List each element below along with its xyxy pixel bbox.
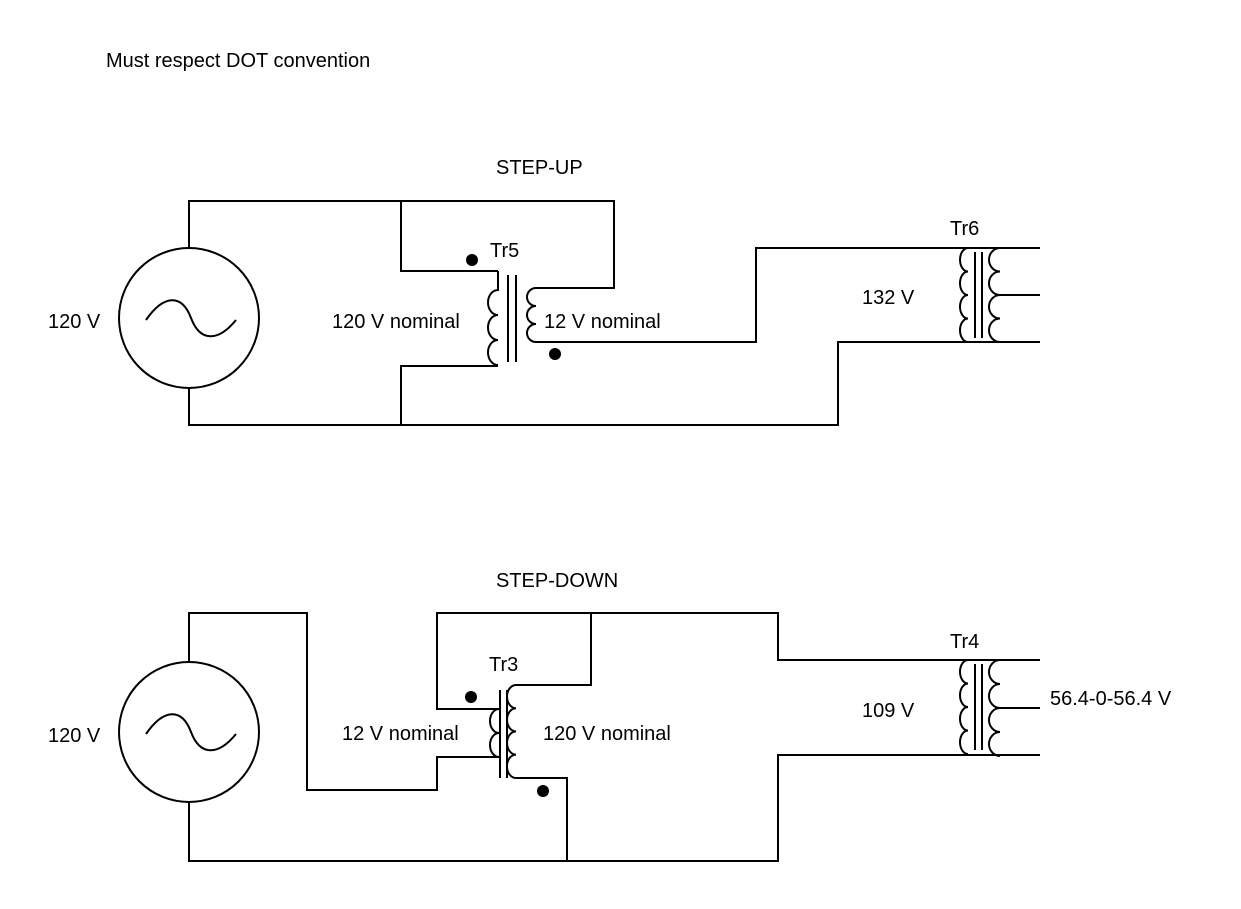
ac-source-symbol bbox=[118, 247, 260, 389]
tr3-primary-bottom-wire bbox=[188, 612, 499, 791]
tr4-secondary-winding bbox=[988, 659, 1040, 757]
tr5-label: Tr5 bbox=[490, 240, 519, 262]
tr6-primary-top-wire bbox=[536, 247, 1040, 343]
step-up-source-voltage: 120 V bbox=[48, 311, 101, 333]
tr5-secondary-winding bbox=[526, 287, 537, 343]
tr5-primary-winding bbox=[487, 271, 499, 366]
polarity-dot bbox=[466, 254, 478, 266]
tr3-secondary-bottom-wire bbox=[516, 777, 568, 861]
tr3-secondary-label: 120 V nominal bbox=[543, 723, 671, 745]
tr6-primary-winding bbox=[959, 247, 969, 343]
step-down-circuit: STEP-DOWN 120 V Tr3 12 V nominal 120 V n… bbox=[48, 570, 1172, 862]
tr4-primary-label: 109 V bbox=[862, 700, 915, 722]
tr5-transformer bbox=[466, 254, 561, 366]
tr5-primary-bottom-wire bbox=[400, 365, 498, 425]
sine-wave-icon bbox=[145, 299, 237, 338]
tr3-secondary-winding bbox=[505, 684, 517, 779]
dot-convention-note: Must respect DOT convention bbox=[106, 50, 370, 72]
step-down-source-voltage: 120 V bbox=[48, 725, 101, 747]
step-up-top-wire bbox=[188, 200, 615, 289]
tr4-primary-winding bbox=[959, 659, 969, 755]
tr6-secondary-winding bbox=[988, 247, 1040, 343]
polarity-dot bbox=[549, 348, 561, 360]
tr5-primary-label: 120 V nominal bbox=[332, 311, 460, 333]
step-up-bottom-wire bbox=[188, 341, 1040, 426]
tr3-primary-winding bbox=[489, 708, 500, 758]
tr6-primary-label: 132 V bbox=[862, 287, 915, 309]
step-up-ac-source bbox=[118, 247, 260, 389]
tr4-secondary-label: 56.4-0-56.4 V bbox=[1050, 688, 1172, 710]
tr5-secondary-label: 12 V nominal bbox=[544, 311, 661, 333]
ac-source-symbol bbox=[118, 661, 260, 803]
step-down-top-wire bbox=[436, 612, 1040, 710]
step-down-title: STEP-DOWN bbox=[496, 570, 618, 592]
tr3-secondary-top-wire bbox=[516, 613, 592, 686]
step-down-ac-source bbox=[118, 661, 260, 803]
step-down-bottom-wire bbox=[188, 754, 1040, 862]
step-up-circuit: STEP-UP 120 V Tr5 120 V nominal 12 V nom… bbox=[48, 157, 1040, 426]
tr3-transformer bbox=[465, 684, 549, 797]
step-up-title: STEP-UP bbox=[496, 157, 583, 179]
tr4-label: Tr4 bbox=[950, 631, 979, 653]
polarity-dot bbox=[465, 691, 477, 703]
tr6-label: Tr6 bbox=[950, 218, 979, 240]
sine-wave-icon bbox=[145, 713, 237, 752]
tr6-transformer bbox=[959, 247, 1040, 343]
polarity-dot bbox=[537, 785, 549, 797]
tr3-primary-label: 12 V nominal bbox=[342, 723, 459, 745]
tr4-transformer bbox=[959, 659, 1040, 757]
tr5-primary-top-wire bbox=[400, 201, 498, 272]
tr3-label: Tr3 bbox=[489, 654, 518, 676]
